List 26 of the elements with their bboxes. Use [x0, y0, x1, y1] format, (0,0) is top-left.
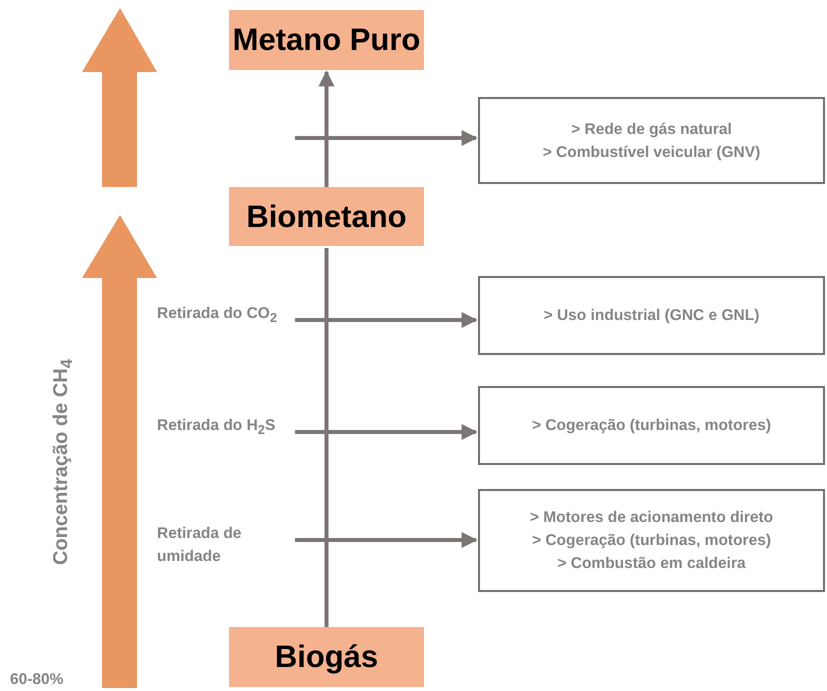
- application-text: > Cogeração (turbinas, motores): [532, 531, 771, 551]
- arrow: [318, 70, 334, 187]
- arrow: [295, 130, 478, 146]
- process-box: [229, 187, 424, 246]
- application-text: > Combustível veicular (GNV): [542, 142, 760, 162]
- application-box: [478, 386, 825, 465]
- application-box: [478, 97, 825, 184]
- arrow: [295, 312, 478, 328]
- step-label: Retirada do H$_{2}$S: [157, 416, 276, 440]
- percentage-label: 60-80%: [10, 670, 64, 690]
- application-text: > Uso industrial (GNC e GNL): [544, 306, 760, 326]
- step-label: Retirada do CO$_{2}$: [157, 304, 278, 328]
- application-box: [478, 276, 825, 355]
- stage-label: Biometano: [246, 198, 407, 234]
- arrow: [295, 424, 478, 440]
- stage-label: Metano Puro: [232, 22, 420, 58]
- arrow: [295, 532, 478, 548]
- process-box: [229, 627, 424, 687]
- application-text: > Cogeração (turbinas, motores): [532, 416, 771, 436]
- application-box: [478, 489, 825, 592]
- step-label: Retirada de umidade: [157, 524, 242, 567]
- application-text: > Rede de gás natural: [571, 120, 732, 140]
- title-box: [229, 10, 424, 70]
- application-text: > Combustão em caldeira: [557, 554, 746, 574]
- application-text: > Motores de acionamento direto: [530, 508, 774, 528]
- stage-label: Biogás: [274, 639, 378, 675]
